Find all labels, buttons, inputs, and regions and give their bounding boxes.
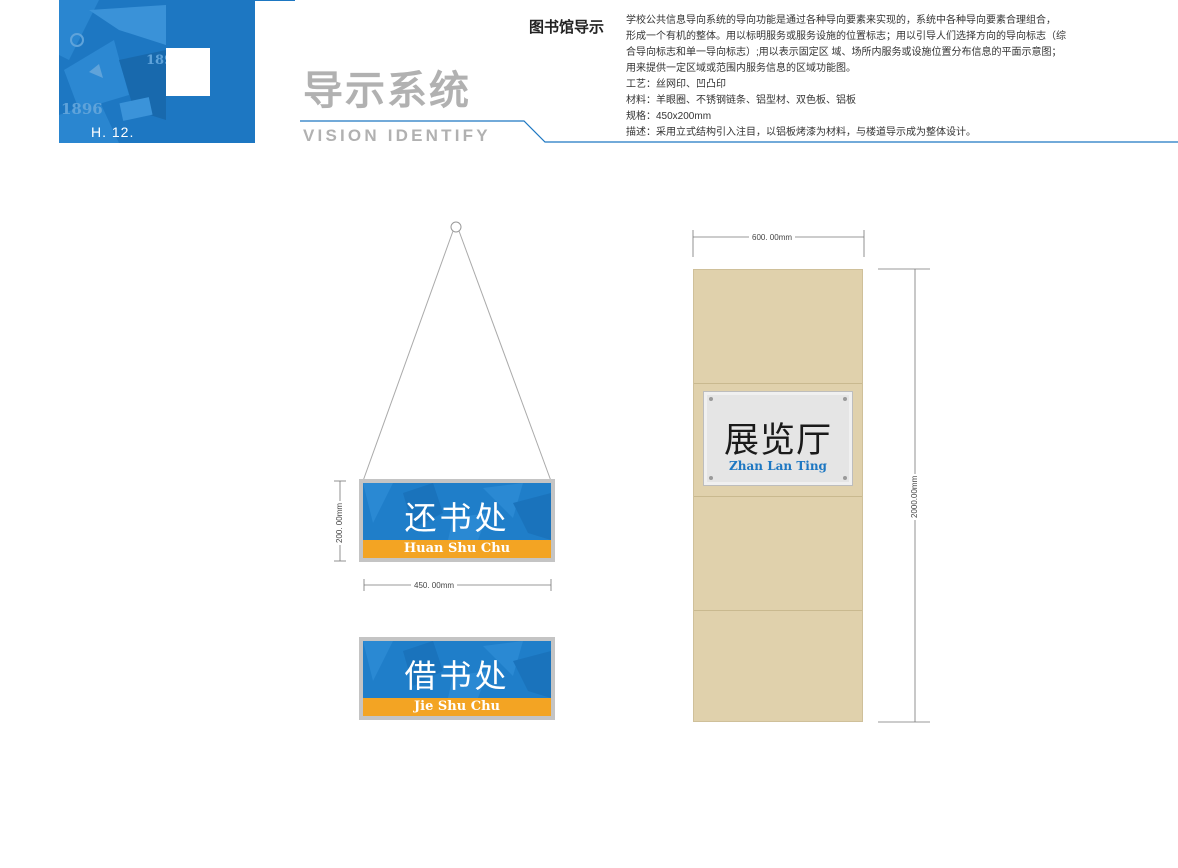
dimension-label-height: 200. 00mm <box>335 500 344 545</box>
description-line: 合导向标志和单一导向标志）;用以表示固定区 域、场所内服务或设施位置分布信息的平… <box>626 47 1062 58</box>
sign-title: 还书处 <box>404 499 510 537</box>
screw-icon <box>709 397 713 401</box>
dimension-label-column-width: 600. 00mm <box>749 233 796 242</box>
description-line: 材料：羊眼圈、不锈钢链条、铝型材、双色板、铝板 <box>626 95 856 106</box>
year-text-partial: 189 <box>146 53 166 68</box>
screw-icon <box>709 476 713 480</box>
logo-h-gap <box>166 48 210 96</box>
column-seam <box>694 496 862 497</box>
sign-blue-panel: 还书处 <box>363 483 551 540</box>
year-text: 1896 <box>61 100 103 118</box>
exhibition-plate: 展览厅 Zhan Lan Ting <box>703 391 853 486</box>
page-number: H. 12. <box>91 124 135 140</box>
sign-blue-panel: 借书处 <box>363 641 551 698</box>
dimension-label-width: 450. 00mm <box>411 581 458 590</box>
section-title: 图书馆导示 <box>529 19 605 36</box>
page-title: 导示系统 <box>303 69 471 113</box>
dimension-label-column-height: 2000.00mm <box>910 473 919 520</box>
section-description: 学校公共信息导向系统的导向功能是通过各种导向要素来实现的，系统中各种导向要素合理… <box>626 13 1146 141</box>
sign-texture <box>363 641 551 698</box>
borrow-desk-sign: 借书处 Jie Shu Chu <box>359 637 555 720</box>
sign-pinyin: Jie Shu Chu <box>414 699 500 714</box>
sign-orange-band: Jie Shu Chu <box>363 698 551 716</box>
sign-title: 借书处 <box>404 657 510 695</box>
plate-pinyin: Zhan Lan Ting <box>729 459 827 473</box>
return-desk-sign: 还书处 Huan Shu Chu <box>359 479 555 562</box>
plate-title: 展览厅 <box>723 421 832 461</box>
page-subtitle: VISION IDENTIFY <box>303 126 491 145</box>
description-line: 形成一个有机的整体。用以标明服务或服务设施的位置标志；用以引导人们选择方向的导向… <box>626 31 1066 42</box>
description-line: 用来提供一定区域或范围内服务信息的区域功能图。 <box>626 63 856 74</box>
column-seam <box>694 610 862 611</box>
sign-pinyin: Huan Shu Chu <box>403 541 511 556</box>
header-rule <box>300 120 1178 143</box>
column-seam <box>694 383 862 384</box>
top-rule <box>255 0 295 1</box>
screw-icon <box>843 476 847 480</box>
sign-orange-band: Huan Shu Chu <box>363 540 551 558</box>
description-line: 描述：采用立式结构引入注目，以铝板烤漆为材料，与楼道导示成为整体设计。 <box>626 127 976 138</box>
description-line: 工艺：丝网印、凹凸印 <box>626 79 726 90</box>
exhibition-column-sign <box>693 269 863 722</box>
sign-texture <box>363 483 551 540</box>
description-line: 规格：450x200mm <box>626 111 712 122</box>
header-logo-block: 1896 189 H. 12. <box>59 0 166 143</box>
description-line: 学校公共信息导向系统的导向功能是通过各种导向要素来实现的，系统中各种导向要素合理… <box>626 15 1056 26</box>
logo-h-right-bar <box>210 0 255 143</box>
header-pattern-graphic <box>59 0 166 143</box>
screw-icon <box>843 397 847 401</box>
